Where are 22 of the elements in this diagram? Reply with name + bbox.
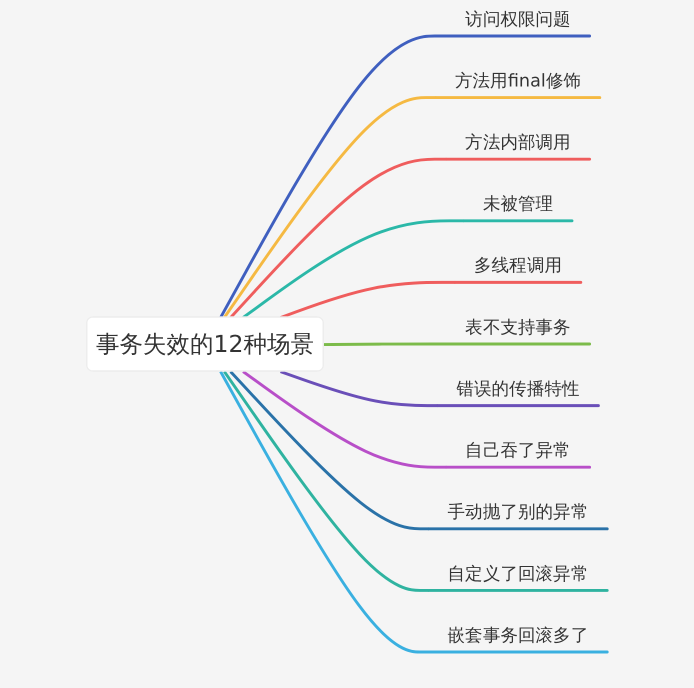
- node-text: 表不支持事务: [465, 316, 571, 338]
- connector: [324, 342, 446, 346]
- node-text: 访问权限问题: [465, 8, 571, 30]
- node-text: 自己吞了异常: [465, 440, 571, 461]
- node-text: 未被管理: [482, 193, 554, 214]
- node-text: 方法用final修饰: [455, 70, 581, 92]
- connector: [219, 34, 446, 318]
- node-text: 方法内部调用: [465, 132, 571, 153]
- connector: [223, 370, 429, 592]
- node-text: 手动抛了别的异常: [448, 501, 588, 522]
- node-text: 嵌套事务回滚多了: [448, 624, 588, 646]
- node-text: 多线程调用: [474, 254, 562, 276]
- connector: [242, 219, 464, 319]
- connector: [223, 96, 436, 318]
- connector: [219, 370, 429, 654]
- connector: [280, 280, 456, 319]
- connector: [230, 158, 446, 319]
- connector: [242, 370, 446, 469]
- node-text: 自定义了回滚异常: [448, 562, 588, 584]
- node-text: 错误的传播特性: [456, 378, 580, 400]
- connector: [230, 370, 429, 530]
- connector: [280, 370, 438, 408]
